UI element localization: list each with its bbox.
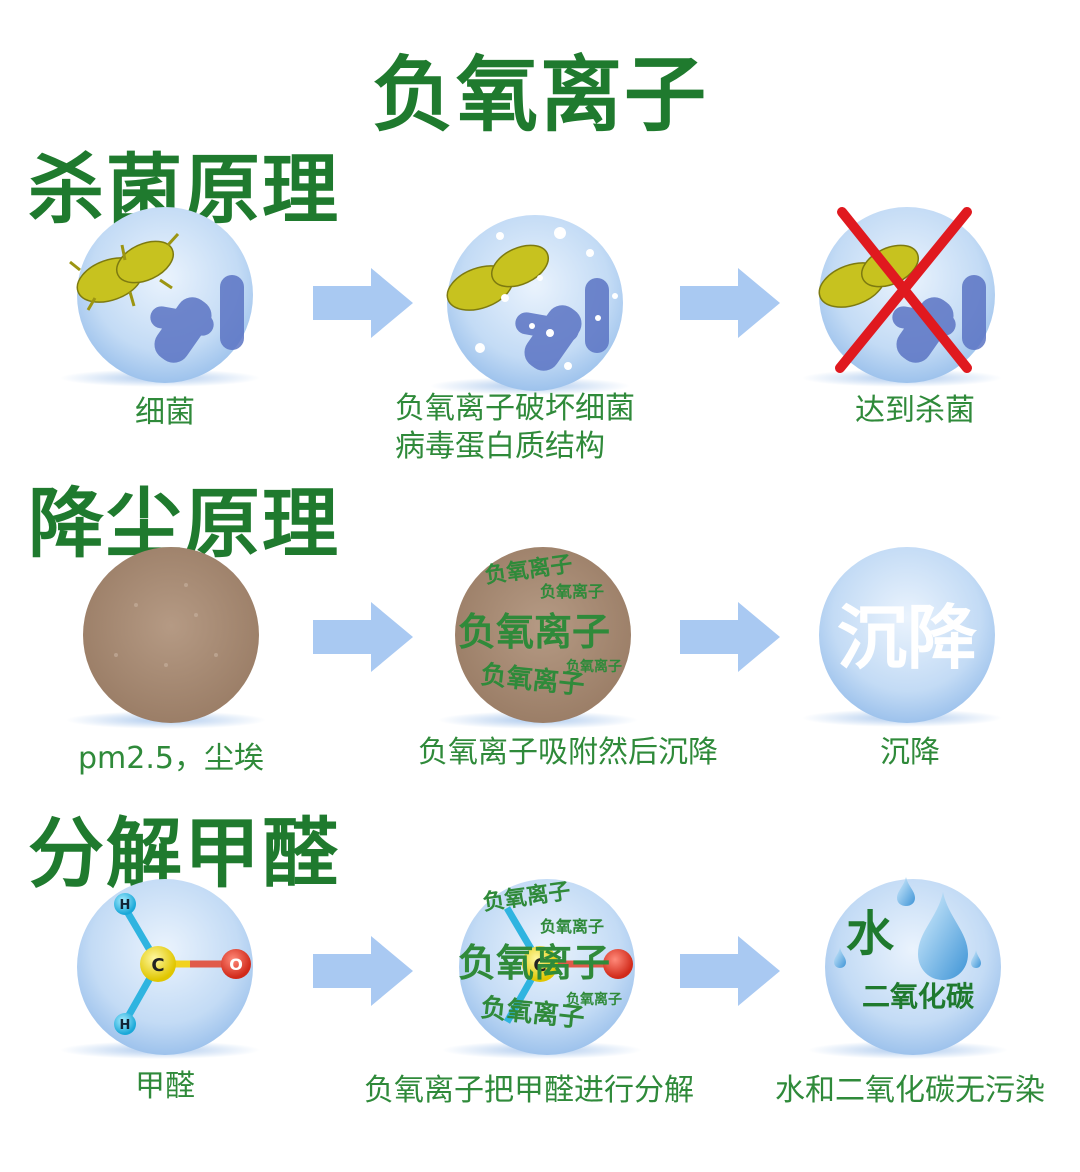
dust-icon	[66, 547, 266, 729]
caption-destroy-line1: 负氧离子破坏细菌	[395, 391, 635, 426]
svg-text:H: H	[120, 898, 131, 913]
water-label: 水	[846, 906, 895, 962]
caption-destroy-line2: 病毒蛋白质结构	[395, 429, 605, 464]
bacteria-killed-icon	[802, 207, 1002, 387]
arrow-right-icon	[313, 268, 413, 338]
water-co2-stage: 水 二氧化碳	[808, 872, 1008, 1062]
svg-text:C: C	[533, 955, 546, 976]
cross-icon	[835, 207, 972, 373]
caption-decompose: 负氧离子把甲醛进行分解	[364, 1073, 694, 1108]
arrow-right-icon	[680, 268, 780, 338]
molecule-icon: H H C O	[60, 879, 260, 1059]
killed-bacteria-stage	[802, 200, 1002, 390]
co2-label: 二氧化碳	[862, 980, 975, 1013]
settle-label: 沉降	[837, 597, 977, 679]
caption-bacteria: 细菌	[135, 395, 195, 430]
arrow-right-icon	[313, 936, 413, 1006]
arrow-right-icon	[680, 936, 780, 1006]
settle-icon: 沉降	[802, 547, 1002, 727]
molecule-ion-icon: C 负氧离子 负氧离子 负氧离子 负氧离子 负氧离子	[442, 878, 642, 1059]
caption-water-co2: 水和二氧化碳无污染	[775, 1073, 1045, 1108]
formaldehyde-stage: H H C O	[60, 872, 260, 1062]
bacteria-damaged-icon	[430, 215, 630, 395]
arrow-right-icon	[313, 602, 413, 672]
ion-label-small: 负氧离子	[540, 582, 604, 601]
arrow-right-icon	[680, 602, 780, 672]
svg-text:H: H	[120, 1018, 131, 1033]
caption-settle: 沉降	[880, 735, 940, 770]
settle-stage: 沉降	[802, 540, 1002, 730]
caption-formaldehyde: 甲醛	[135, 1069, 195, 1104]
svg-text:C: C	[151, 955, 164, 976]
water-drop-icon: 水 二氧化碳	[808, 877, 1008, 1059]
svg-text:负氧离子: 负氧离子	[566, 991, 622, 1008]
damaged-bacteria-stage	[430, 208, 630, 398]
svg-text:负氧离子: 负氧离子	[458, 941, 610, 985]
caption-pm25: pm2.5，尘埃	[78, 741, 264, 776]
bacteria-stage	[60, 200, 260, 390]
bacteria-icon	[60, 207, 260, 387]
svg-text:O: O	[229, 955, 243, 974]
ion-label-small: 负氧离子	[566, 658, 622, 675]
page-title: 负氧离子	[371, 48, 708, 143]
caption-adsorb: 负氧离子吸附然后沉降	[418, 735, 718, 770]
svg-text:负氧离子: 负氧离子	[540, 917, 604, 936]
decompose-stage: C 负氧离子 负氧离子 负氧离子 负氧离子 负氧离子	[442, 872, 642, 1062]
dust-stage	[66, 545, 266, 735]
ion-label-large: 负氧离子	[458, 610, 610, 654]
caption-sterilized: 达到杀菌	[855, 393, 975, 428]
dust-ion-icon: 负氧离子 负氧离子 负氧离子 负氧离子 负氧离子	[438, 547, 638, 729]
dust-ion-stage: 负氧离子 负氧离子 负氧离子 负氧离子 负氧离子	[438, 545, 638, 735]
